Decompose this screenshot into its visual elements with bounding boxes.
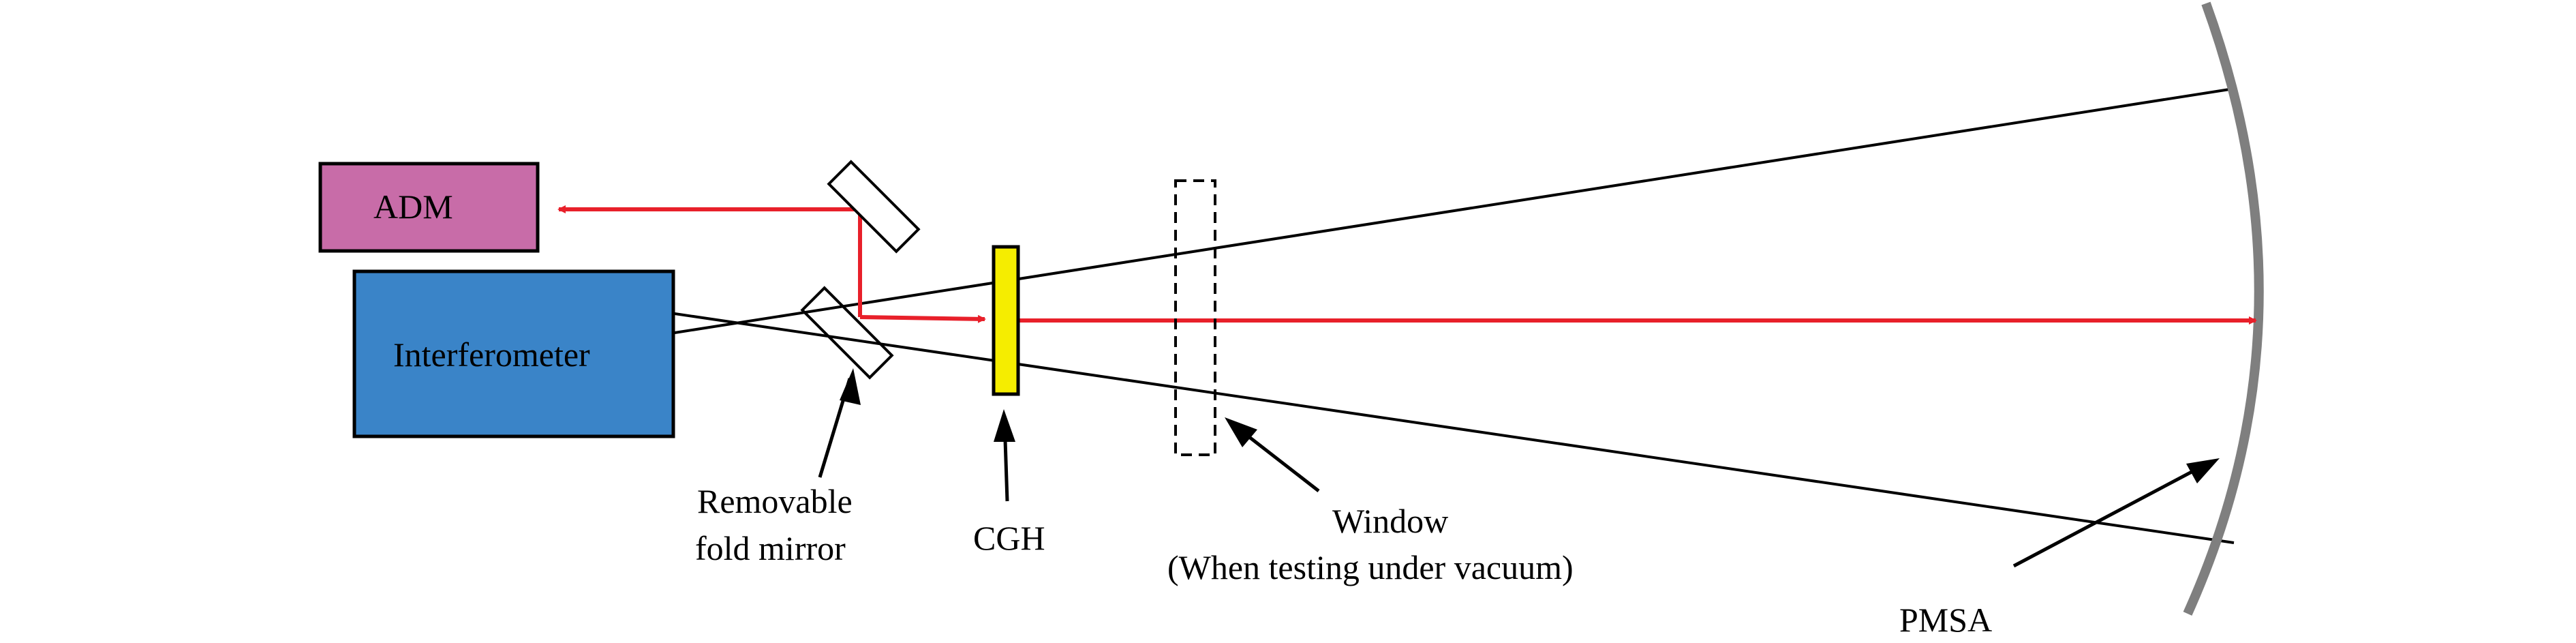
interferometer-box — [352, 269, 675, 438]
adm-box — [318, 162, 540, 253]
interferometer-unit: Interferometer — [352, 269, 675, 438]
cgh-label: CGH — [973, 519, 1045, 557]
pmsa-label: PMSA — [1899, 601, 1992, 639]
fold-mirror-label-line1: Removable — [697, 482, 853, 520]
fold-mirror-label-line2: fold mirror — [695, 529, 846, 567]
interferometer-label: Interferometer — [393, 335, 590, 374]
cgh-element — [992, 245, 1020, 396]
window-label-line2: (When testing under vacuum) — [1167, 548, 1574, 586]
callout-arrows — [818, 368, 2220, 568]
upper-fold-mirror — [827, 160, 921, 254]
removable-fold-mirror — [800, 286, 894, 380]
pmsa-pointer — [2012, 463, 2206, 568]
ray-upper-envelope — [674, 87, 2235, 334]
beam-to-cgh — [859, 314, 986, 323]
pmsa-arrowhead — [2186, 458, 2220, 483]
laser-beam-paths — [557, 205, 2257, 325]
adm-label: ADM — [373, 188, 453, 226]
window-label-line1: Window — [1332, 502, 1448, 540]
window-element — [1174, 179, 1216, 456]
ray-lower-envelope — [674, 312, 2235, 544]
window-arrowhead — [1225, 417, 1257, 447]
pmsa-mirror — [2183, 1, 2264, 616]
adm-unit: ADM — [318, 162, 540, 253]
cgh-arrowhead — [994, 409, 1015, 442]
fold-mirror-arrowhead — [840, 368, 861, 405]
